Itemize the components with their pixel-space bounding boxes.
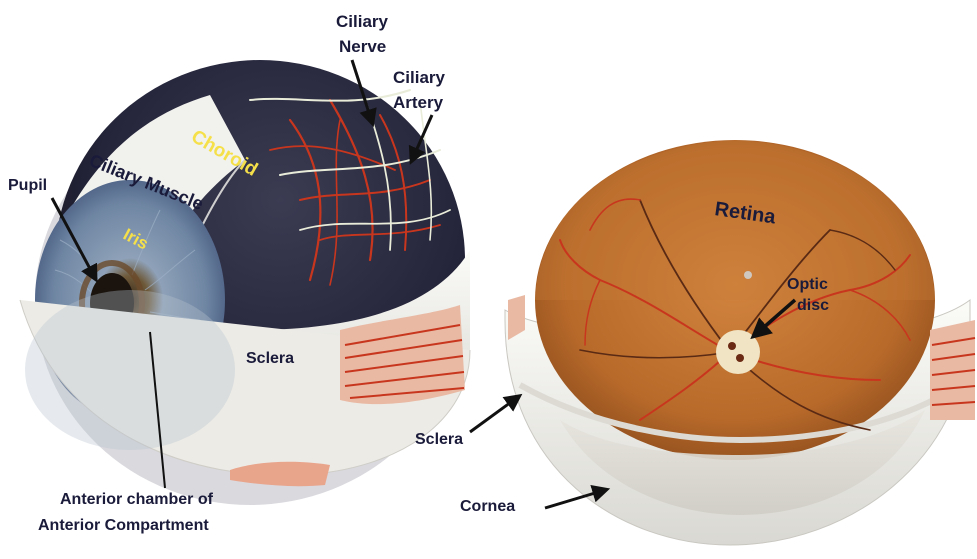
label-pupil: Pupil bbox=[8, 177, 47, 194]
label-sclera-right: Sclera bbox=[415, 431, 463, 448]
label-ciliary-artery-2: Artery bbox=[393, 93, 444, 112]
label-ciliary-artery-1: Ciliary bbox=[393, 68, 446, 87]
left-eye-model: Ciliary Nerve Ciliary Artery Choroid Cil… bbox=[8, 12, 470, 534]
label-optic-disc-2: disc bbox=[797, 297, 829, 314]
anterior-chamber bbox=[25, 290, 235, 450]
right-eye-model: Retina Optic disc Sclera Cornea bbox=[415, 140, 975, 545]
label-ciliary-nerve-2: Nerve bbox=[339, 37, 386, 56]
label-optic-disc-1: Optic bbox=[787, 276, 828, 293]
label-cornea: Cornea bbox=[460, 498, 515, 515]
arrow-sclera-right bbox=[470, 397, 518, 432]
label-anterior-chamber-1: Anterior chamber of bbox=[60, 491, 214, 508]
optic-disc bbox=[716, 330, 760, 374]
label-sclera-left: Sclera bbox=[246, 350, 294, 367]
label-anterior-chamber-2: Anterior Compartment bbox=[38, 517, 209, 534]
label-ciliary-nerve-1: Ciliary bbox=[336, 12, 389, 31]
